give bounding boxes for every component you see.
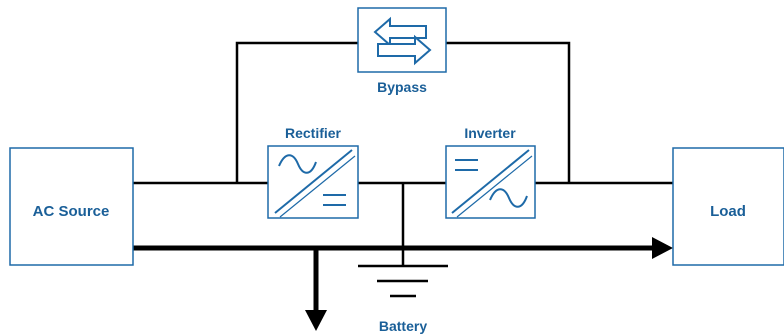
power-flow-arrows [133, 237, 673, 331]
battery-flow-arrowhead [305, 310, 327, 331]
inverter-divider-edge [456, 155, 533, 218]
inverter-divider [451, 149, 530, 214]
load-block: Load [672, 147, 784, 266]
ac-source-label: AC Source [33, 203, 110, 220]
rectifier-label: Rectifier [285, 125, 342, 141]
wire-bypass-right [446, 41, 571, 183]
main-flow-arrowhead [652, 237, 673, 259]
ac-sine-icon [278, 154, 317, 174]
inverter-label: Inverter [464, 125, 516, 141]
rectifier-block: Rectifier [267, 125, 359, 219]
dc-symbol-icon [323, 194, 346, 206]
inverter-block: Inverter [445, 125, 536, 219]
wire-bypass-left [235, 41, 358, 183]
ac-sine-icon [489, 188, 528, 208]
rectifier-divider-edge [279, 155, 356, 218]
rectifier-divider [274, 149, 353, 214]
wiring [133, 41, 673, 266]
battery-label: Battery [379, 318, 427, 334]
battery-symbol [358, 264, 448, 298]
load-label: Load [710, 203, 746, 220]
bypass-block: Bypass [357, 7, 447, 95]
bypass-label: Bypass [377, 79, 427, 95]
bypass-switch-icon [373, 16, 432, 66]
ac-source-block: AC Source [9, 147, 134, 266]
dc-symbol-icon [455, 159, 478, 171]
